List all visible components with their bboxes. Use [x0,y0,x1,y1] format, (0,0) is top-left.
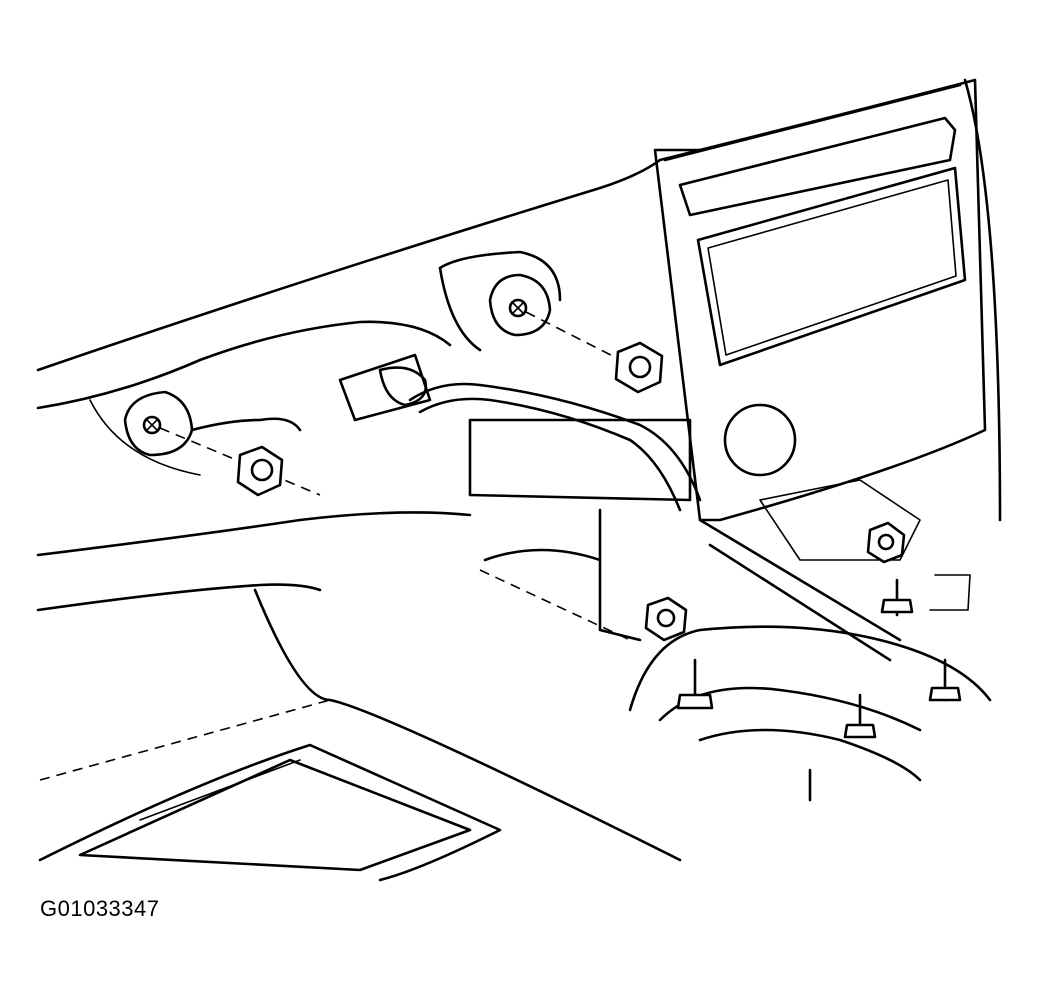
right-stud [510,300,526,316]
console-stud-2 [930,660,960,700]
console-hex-nut-icon [646,523,904,640]
console-stud-3 [845,695,875,737]
console-stud-1 [678,660,712,708]
instrument-panel-bezel [655,80,985,520]
right-mounting-bracket [490,275,550,335]
left-mounting-bracket [125,392,300,455]
figure-code: G01033347 [40,896,160,921]
panel-right-edge [965,80,1000,520]
center-housing [340,252,560,420]
console-stud-4 [882,580,912,615]
left-stud [144,417,160,433]
wiring-harness [410,384,700,510]
right-hex-nut-icon [616,343,662,392]
left-hex-nut-icon [238,447,282,495]
dash-panel-upper [38,150,700,610]
floor-pan [40,550,680,880]
